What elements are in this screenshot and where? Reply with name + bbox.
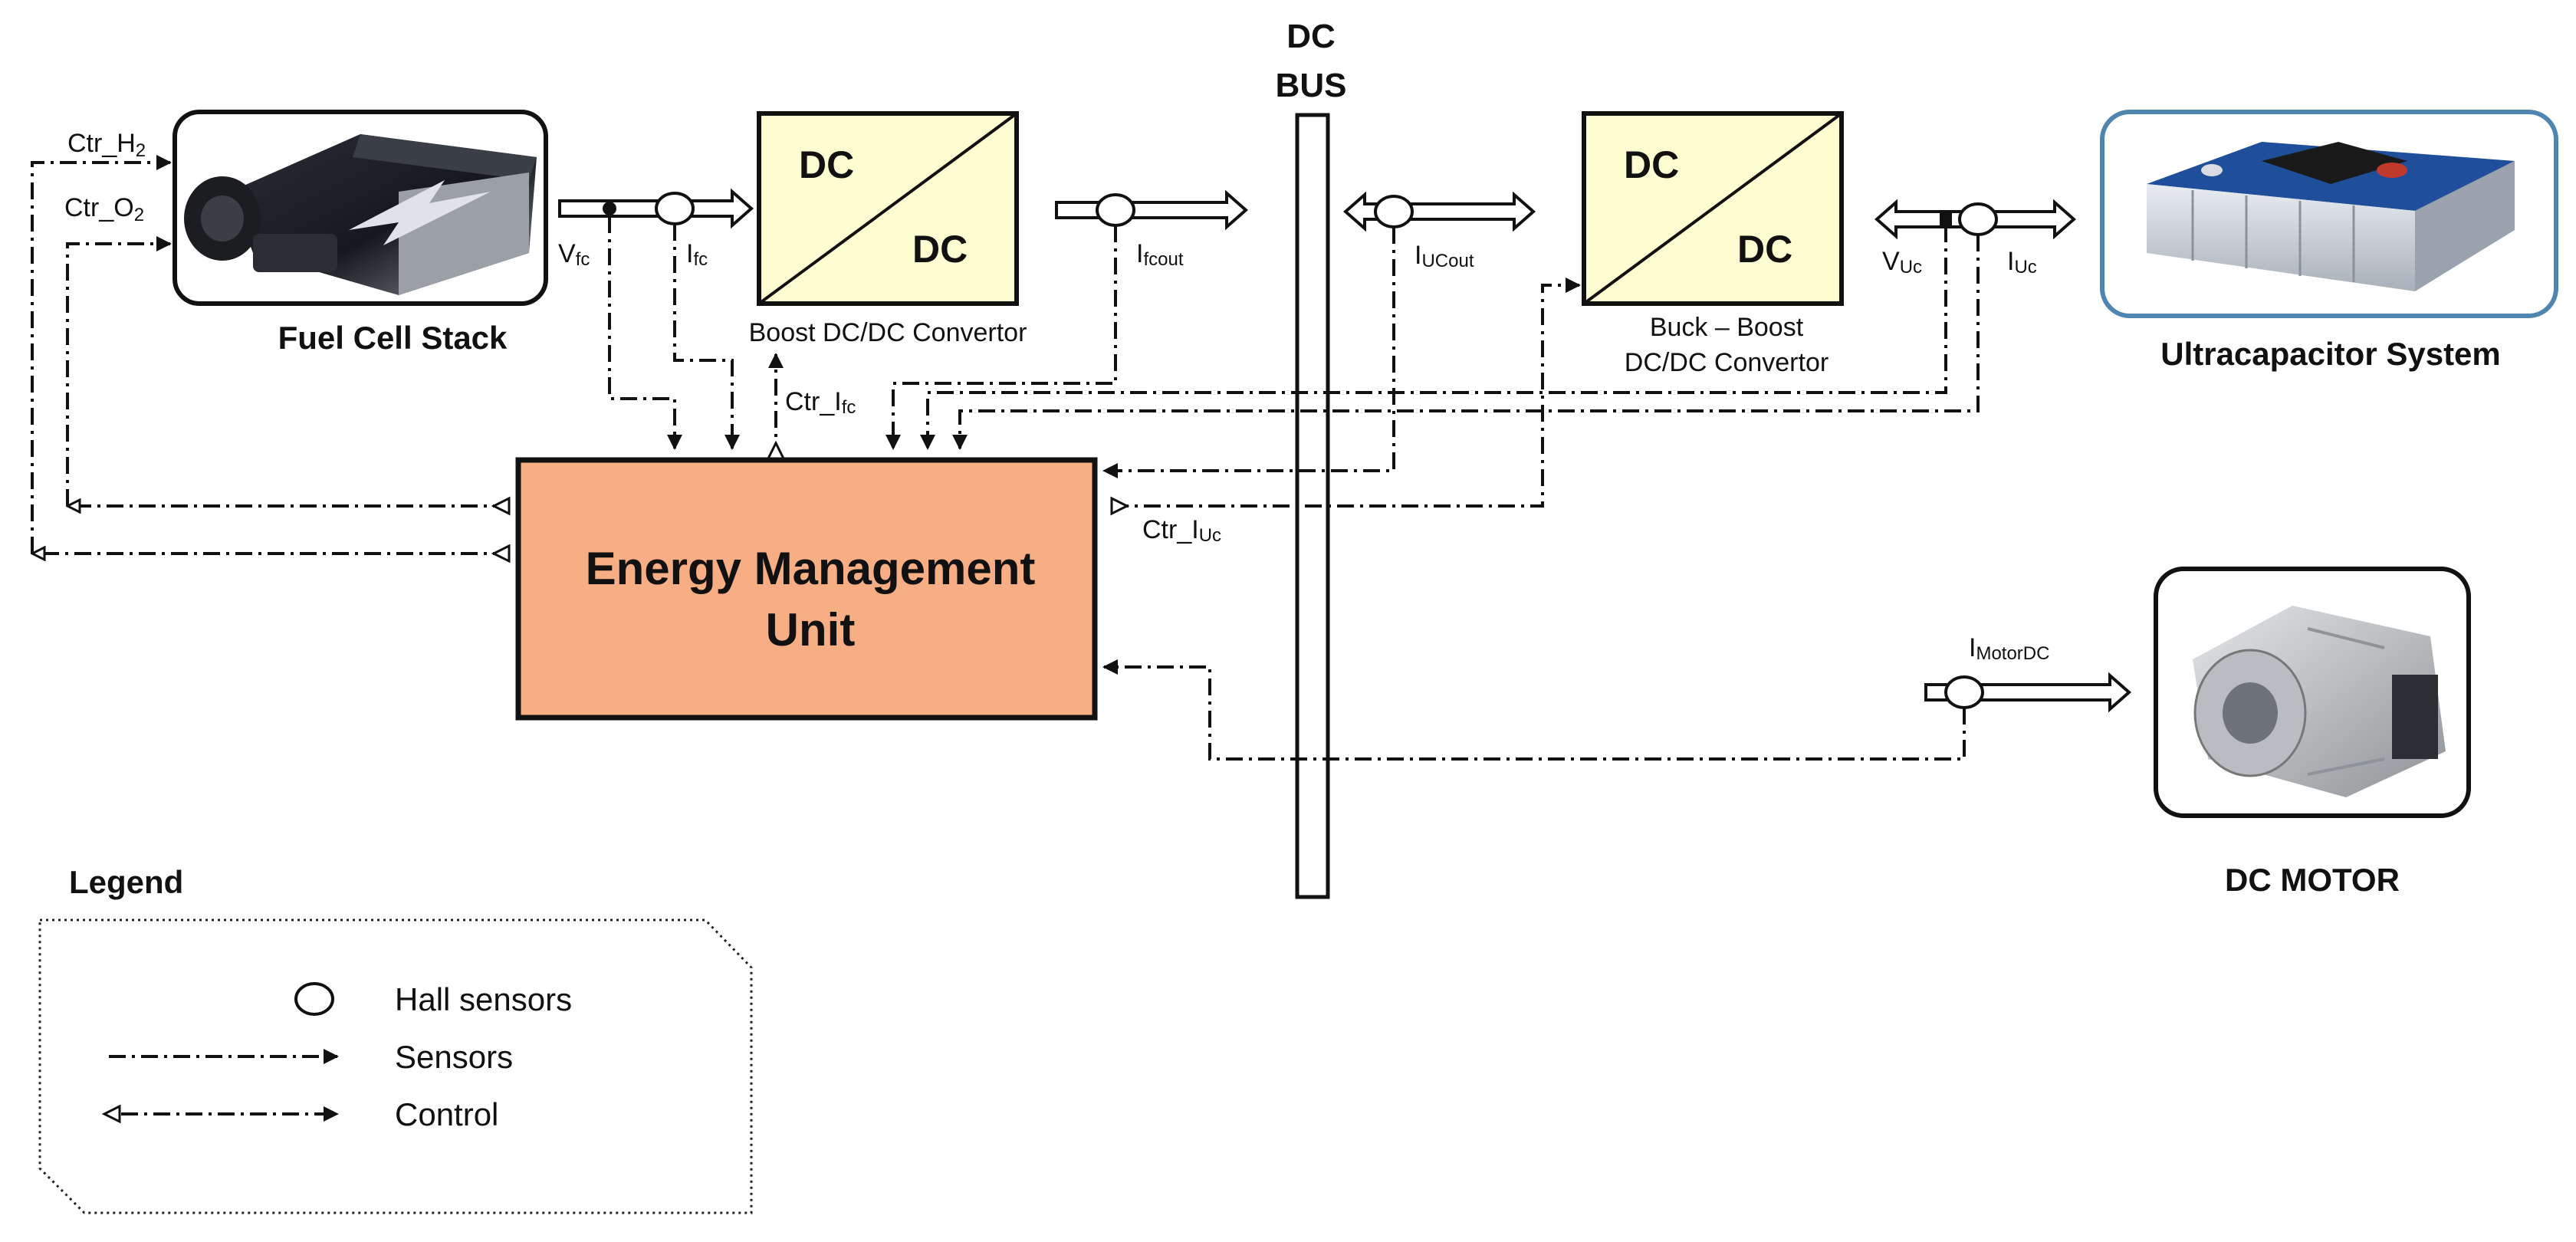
energy-management-unit: Energy Management Unit	[515, 457, 1098, 721]
ctr-h2-label: Ctr_H2	[67, 129, 146, 161]
vuc-label: VUc	[1882, 247, 1922, 278]
fuel-cell-power-arrow: Vfc Ifc	[558, 188, 754, 270]
legend-hall-label: Hall sensors	[395, 981, 572, 1017]
bus-buckboost-arrow: IUCout	[1342, 191, 1536, 271]
dc-bus-label-line2: BUS	[1276, 67, 1347, 104]
legend-sensor-label: Sensors	[395, 1039, 513, 1075]
boost-converter: DC DC Boost DC/DC Convertor	[749, 111, 1027, 347]
ctr-ifc-label: Ctr_Ifc	[785, 387, 856, 418]
iuc-label: IUc	[2007, 247, 2037, 278]
motor-power-arrow: IMotorDC	[1924, 633, 2132, 713]
fuel-cell-image	[184, 134, 537, 295]
imotor-label: IMotorDC	[1969, 633, 2049, 664]
fuel-cell-stack: Fuel Cell Stack	[172, 110, 548, 356]
iucout-hall-sensor	[1374, 195, 1414, 228]
legend-control-head	[101, 1104, 121, 1124]
ifcout-sensor-line	[886, 225, 1117, 450]
ifcout-hall-sensor	[1096, 193, 1135, 227]
dc-motor-image	[2193, 606, 2446, 797]
iuc-sensor-line	[952, 235, 1980, 450]
legend-hall-icon	[294, 982, 334, 1016]
legend: Legend Hall sensors Sensors Control	[38, 864, 753, 1214]
buck-boost-caption-line1: Buck – Boost	[1650, 313, 1804, 342]
ultracap-power-arrow: VUc IUc	[1874, 199, 2077, 278]
ctr-o2-control-head	[491, 496, 511, 516]
dc-motor: DC MOTOR	[2154, 567, 2471, 898]
vfc-sensor-line	[608, 216, 682, 450]
ctr-iuc-label: Ctr_IUc	[1142, 515, 1221, 546]
buck-boost-caption-line2: DC/DC Convertor	[1625, 348, 1829, 377]
dc-bus-label-line1: DC	[1286, 18, 1336, 55]
vuc-sensor-line	[920, 225, 1947, 450]
ifc-hall-sensor	[655, 192, 695, 225]
emu-label-line2: Unit	[766, 604, 856, 656]
boost-output-arrow: Ifcout	[1055, 189, 1249, 270]
ctr-h2-line: Ctr_H2	[31, 129, 172, 554]
emu-box	[515, 457, 1098, 721]
iucout-sensor-line	[1102, 227, 1395, 478]
imotor-hall-sensor	[1944, 675, 1984, 709]
legend-frame	[38, 918, 753, 1214]
ctr-iuc-control-line	[1112, 278, 1581, 508]
buck-boost-dc-bottom: DC	[1737, 228, 1792, 271]
ultracap-caption: Ultracapacitor System	[2160, 336, 2501, 372]
buck-boost-dc-top: DC	[1624, 143, 1679, 186]
boost-dc-bottom: DC	[912, 228, 968, 271]
legend-title: Legend	[69, 864, 183, 900]
ifc-sensor-line	[673, 224, 740, 450]
buck-boost-converter: DC DC Buck – Boost DC/DC Convertor	[1582, 111, 1844, 377]
legend-control-label: Control	[395, 1096, 498, 1132]
ctr-o2-label: Ctr_O2	[64, 193, 144, 225]
ifcout-label: Ifcout	[1136, 239, 1184, 270]
iucout-label: IUCout	[1414, 241, 1474, 271]
ctr-h2-control-head	[491, 544, 511, 564]
ctr-o2-line: Ctr_O2	[64, 193, 172, 506]
dc-motor-caption: DC MOTOR	[2225, 862, 2400, 898]
boost-dc-top: DC	[799, 143, 854, 186]
vfc-label: Vfc	[558, 239, 590, 270]
boost-converter-caption: Boost DC/DC Convertor	[749, 318, 1027, 347]
imotor-sensor-line	[1102, 659, 1966, 761]
ifc-label: Ifc	[686, 239, 708, 270]
ultracap-image	[2147, 142, 2515, 291]
ultracapacitor-system: Ultracapacitor System	[2100, 110, 2558, 372]
vuc-voltage-tap	[1940, 213, 1952, 225]
dc-bus: DC BUS	[1276, 18, 1347, 899]
vfc-voltage-tap	[603, 202, 616, 215]
fuel-cell-caption: Fuel Cell Stack	[278, 320, 508, 356]
iuc-hall-sensor	[1958, 202, 1998, 236]
emu-label-line1: Energy Management	[586, 543, 1036, 594]
ctr-ifc-control-head	[766, 440, 786, 460]
ctr-iuc-control-head	[1110, 496, 1130, 516]
